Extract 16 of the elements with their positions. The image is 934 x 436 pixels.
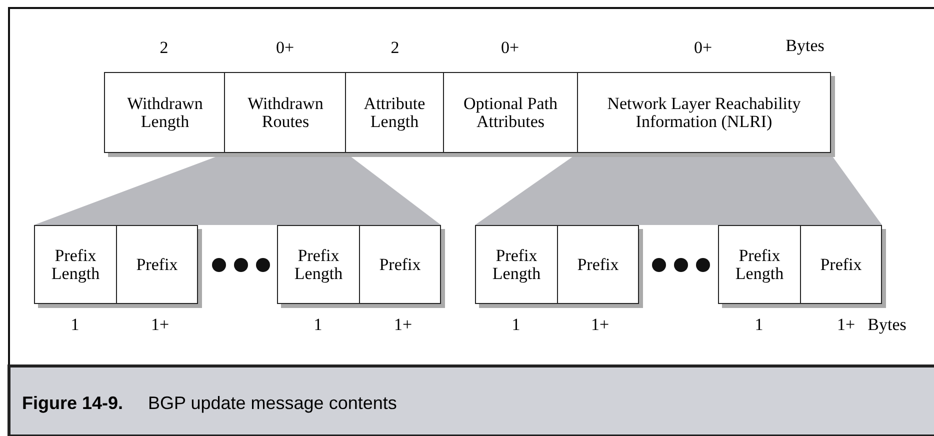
byte-size-label: 1 bbox=[754, 315, 764, 335]
byte-size-label: Bytes bbox=[786, 36, 824, 56]
byte-size-label: 1+ bbox=[590, 315, 610, 335]
byte-size-label: 1 bbox=[512, 315, 520, 335]
byte-size-label: Bytes bbox=[868, 315, 906, 335]
byte-size-label: 1+ bbox=[394, 315, 412, 335]
byte-size-label: 2 bbox=[160, 38, 168, 58]
byte-size-label: 0+ bbox=[500, 38, 520, 58]
byte-size-label: 0+ bbox=[694, 38, 712, 58]
figure-caption: Figure 14-9. BGP update message contents bbox=[22, 393, 397, 414]
byte-size-label: 1+ bbox=[150, 315, 170, 335]
byte-size-label: 1 bbox=[70, 315, 80, 335]
byte-size-label: 2 bbox=[390, 38, 400, 58]
byte-size-label: 0+ bbox=[276, 38, 294, 58]
byte-size-label: 1 bbox=[314, 315, 322, 335]
byte-size-label: 1+ bbox=[836, 315, 856, 335]
